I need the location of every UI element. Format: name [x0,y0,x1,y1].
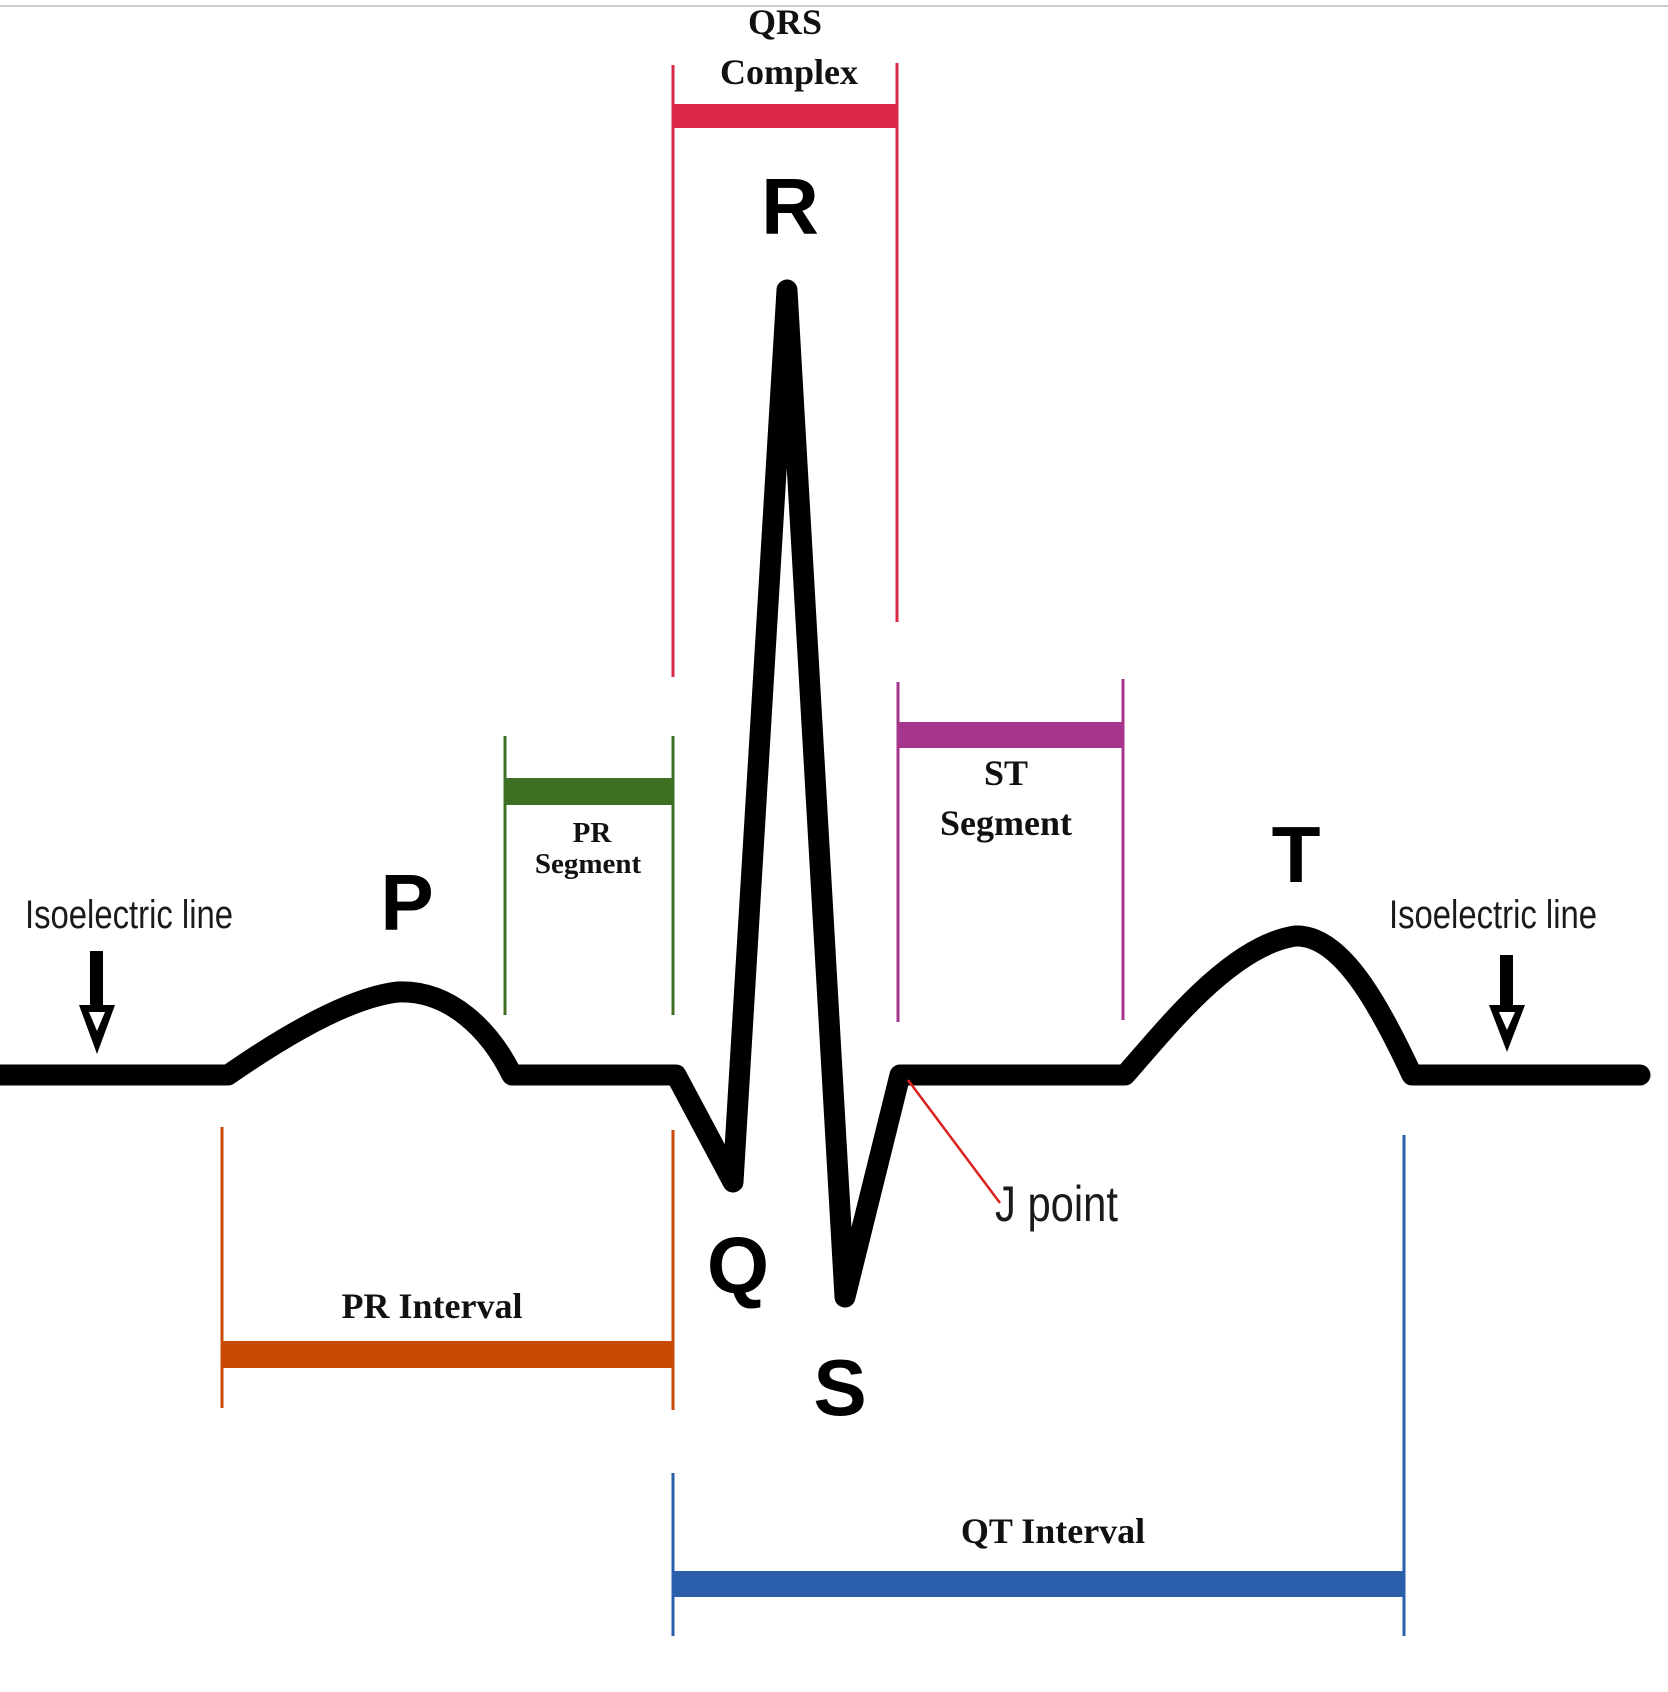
st-segment-bar [898,722,1123,748]
down-arrow-icon-right [1489,955,1525,1052]
pr-segment-bracket: PR Segment [503,736,675,1015]
qrs-complex-label-line1: QRS [748,2,822,42]
qt-interval-label: QT Interval [961,1511,1145,1551]
isoelectric-line-label-left: Isoelectric line [25,893,233,937]
wave-label-r: R [761,162,819,251]
qrs-complex-label-line2: Complex [720,52,858,92]
ecg-trace [0,279,1651,1308]
wave-label-p: P [380,858,433,947]
down-arrow-icon-left [79,951,115,1054]
wave-label-s: S [813,1343,866,1432]
wave-label-t: T [1272,810,1321,899]
pr-interval-label: PR Interval [342,1286,523,1326]
j-point-leader [906,1079,1002,1204]
st-segment-label-line2: Segment [940,803,1072,843]
wave-label-q: Q [707,1221,769,1310]
pr-segment-label-line2: Segment [535,848,642,880]
st-segment-label-line1: ST [984,753,1028,793]
qrs-bracket-bar [673,104,897,128]
qt-interval-bar [673,1571,1404,1597]
qt-interval-bracket: QT Interval [671,1135,1406,1636]
qrs-complex-bracket: QRS Complex [671,2,899,677]
j-point-label: J point [995,1176,1118,1232]
pr-interval-bar [222,1341,673,1368]
pr-segment-label-line1: PR [573,817,613,849]
pr-segment-bar [505,778,673,805]
isoelectric-line-label-right: Isoelectric line [1389,893,1597,937]
pr-interval-bracket: PR Interval [220,1127,675,1410]
st-segment-bracket: ST Segment [896,679,1125,1022]
